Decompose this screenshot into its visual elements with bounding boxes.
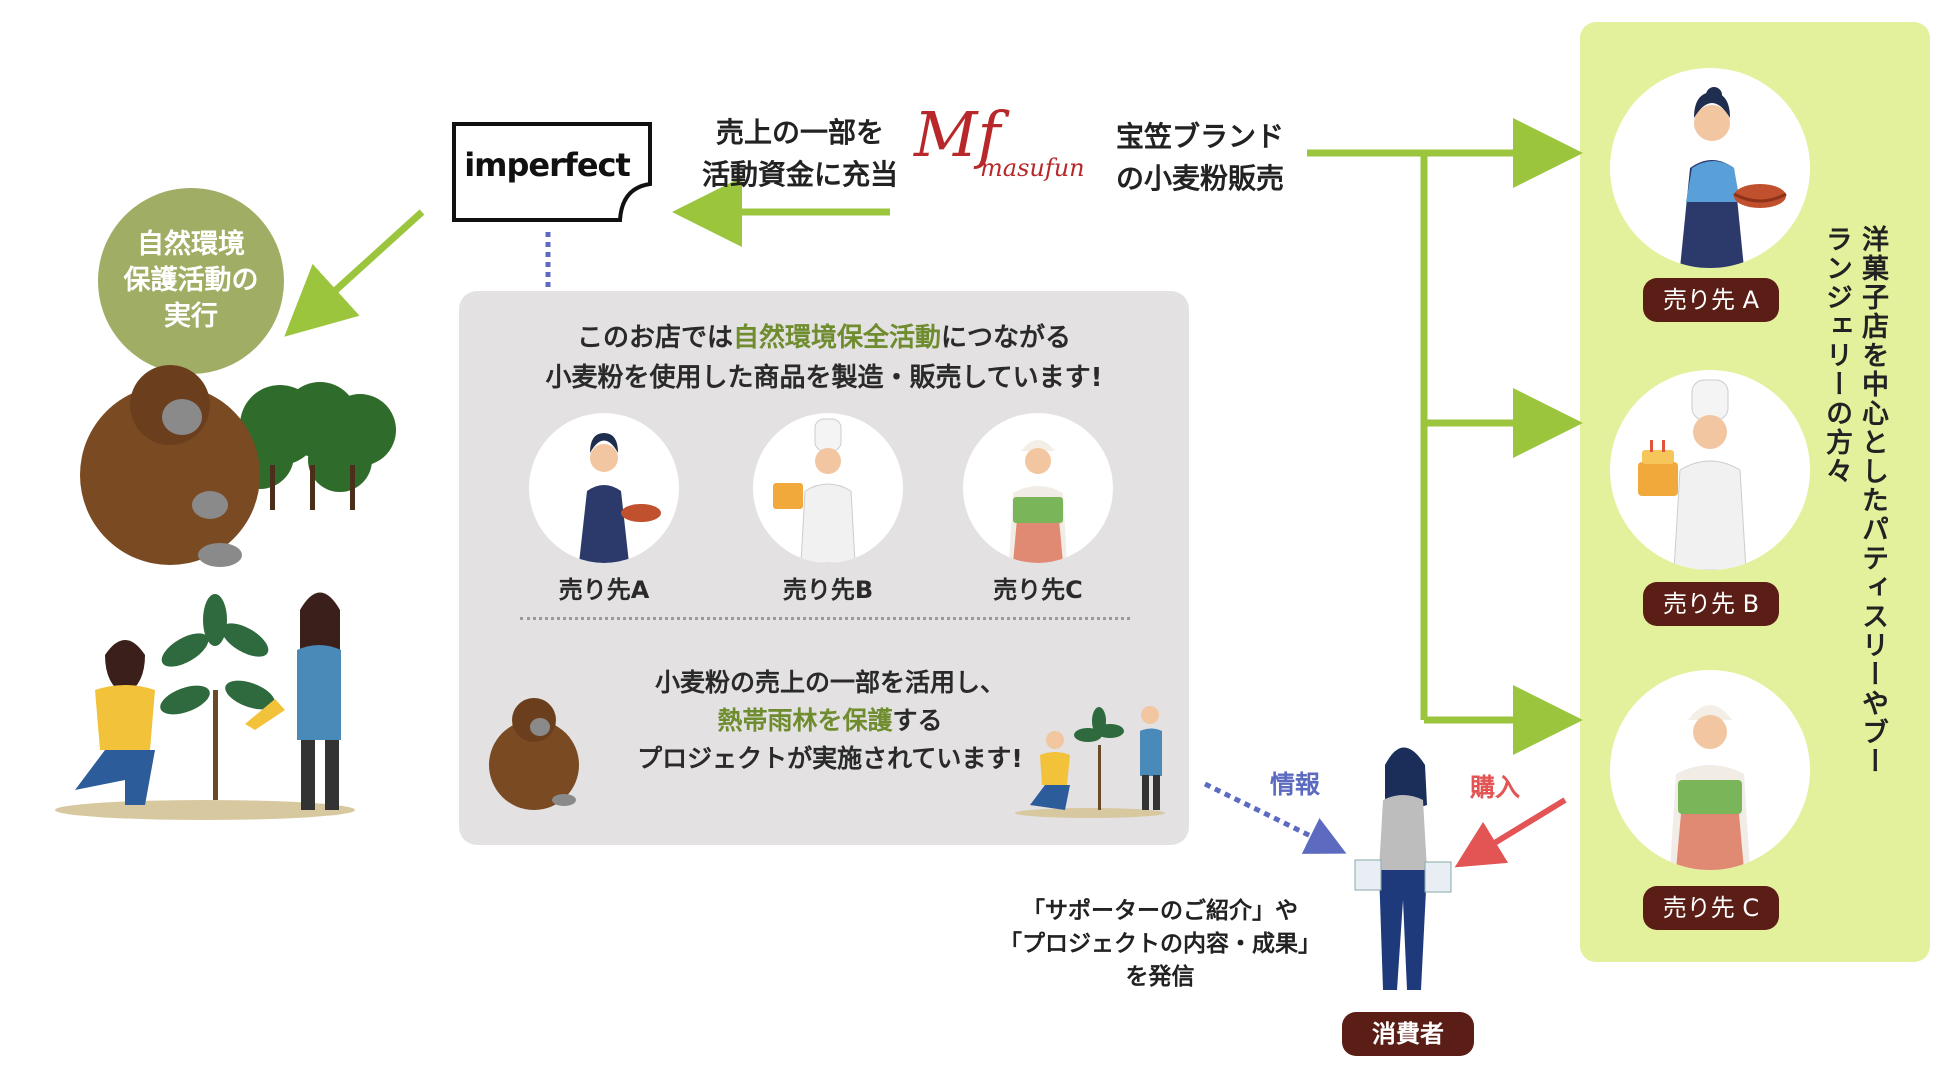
arrow-buy — [1470, 800, 1565, 858]
info-box-divider — [520, 617, 1130, 620]
info-body-highlight: 熱帯雨林を保護 — [717, 706, 892, 735]
consumer-pill: 消費者 — [1342, 1012, 1474, 1056]
imperfect-logo: imperfect — [452, 122, 652, 222]
shop-a-label: 売り先A — [524, 570, 684, 605]
shop-b-illustration — [753, 413, 903, 563]
label-funding: 売上の一部を 活動資金に充当 — [675, 112, 925, 196]
label-send-info: 「サポーターのご紹介」や 「プロジェクトの内容・成果」 を発信 — [975, 895, 1345, 994]
nature-activity-circle: 自然環境 保護活動の 実行 — [98, 188, 284, 374]
small-orangutan-illustration — [484, 690, 584, 810]
small-planting-illustration — [1010, 695, 1175, 820]
masufun-wordmark: masufun — [980, 154, 1085, 182]
masufun-logo: Mf masufun — [910, 98, 1090, 198]
info-headline: このお店では自然環境保全活動につながる 小麦粉を使用した商品を製造・販売していま… — [459, 318, 1189, 398]
arrow-to-nature — [305, 212, 422, 318]
imperfect-logo-text: imperfect — [452, 146, 642, 184]
consumer-illustration — [1345, 740, 1465, 1000]
shop-a-illustration — [529, 413, 679, 563]
shop-b-label: 売り先B — [748, 570, 908, 605]
label-sales: 宝笠ブランド の小麦粉販売 — [1100, 116, 1300, 200]
shop-c-illustration — [963, 413, 1113, 563]
planting-people-illustration — [35, 570, 375, 830]
label-info: 情報 — [1270, 765, 1320, 801]
orangutan-forest-illustration — [70, 355, 380, 575]
label-buy: 購入 — [1470, 768, 1520, 804]
shop-c-label: 売り先C — [958, 570, 1118, 605]
info-headline-highlight: 自然環境保全活動 — [733, 323, 941, 353]
